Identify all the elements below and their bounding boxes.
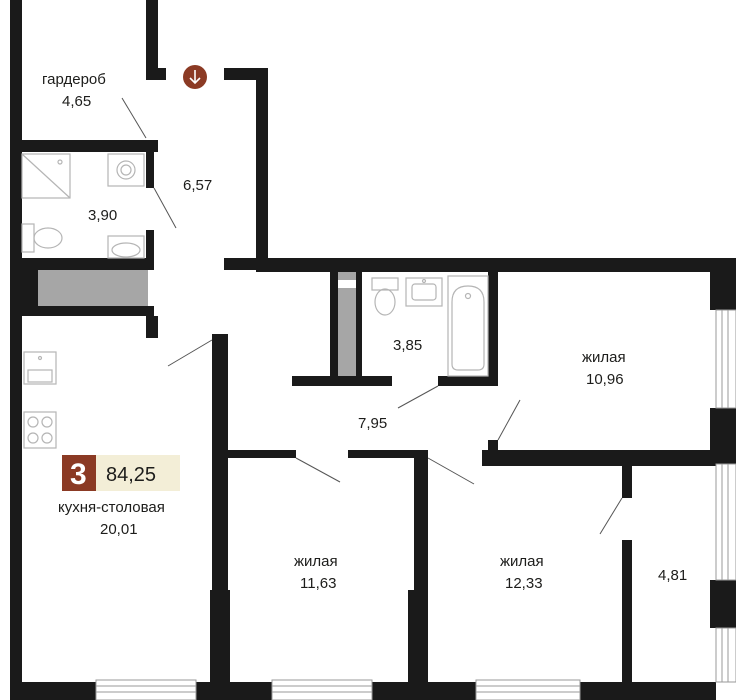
arrow-down-icon [189,70,201,85]
window [715,463,736,581]
badge-area-bg [94,455,180,491]
washbasin [405,277,443,307]
ventilation-shaft [338,272,356,280]
entry-marker [183,65,207,89]
kitchen-area: 20,01 [100,521,138,538]
wardrobe-area: 4,65 [62,93,91,110]
door-lines [121,97,623,535]
bedroom-3-name: жилая [500,553,544,570]
washbasin [107,153,145,187]
badge-rooms-bg [62,455,96,491]
window [95,679,197,700]
kitchen-sink [23,351,57,385]
shower-tray [21,153,71,199]
washbasin [107,235,145,259]
window [715,309,736,409]
bedroom-3-area: 12,33 [505,575,543,592]
ventilation-shaft [338,288,356,378]
stove [23,411,57,449]
window [475,679,581,700]
bathroom-1-area: 3,90 [88,207,117,224]
bedroom-2-area: 11,63 [300,575,336,592]
bedroom-2-name: жилая [294,553,338,570]
corridor-area: 7,95 [358,415,387,432]
window [715,627,736,683]
kitchen-name: кухня-столовая [58,499,165,516]
ventilation-shaft [38,265,148,308]
wardrobe-name: гардероб [42,71,106,88]
balcony-area: 4,81 [658,567,687,584]
hall-area: 6,57 [183,177,212,194]
bedroom-1-name: жилая [582,349,626,366]
badge-total-area: 84,25 [106,464,156,486]
walls [10,0,736,700]
toilet [371,277,399,316]
apartment-badge: 3 84,25 [62,455,180,491]
bathtub [447,275,489,377]
bedroom-1-area: 10,96 [586,371,624,388]
window [271,679,373,700]
badge-rooms-count: 3 [70,458,87,491]
toilet [21,223,63,253]
bathroom-2-area: 3,85 [393,337,422,354]
